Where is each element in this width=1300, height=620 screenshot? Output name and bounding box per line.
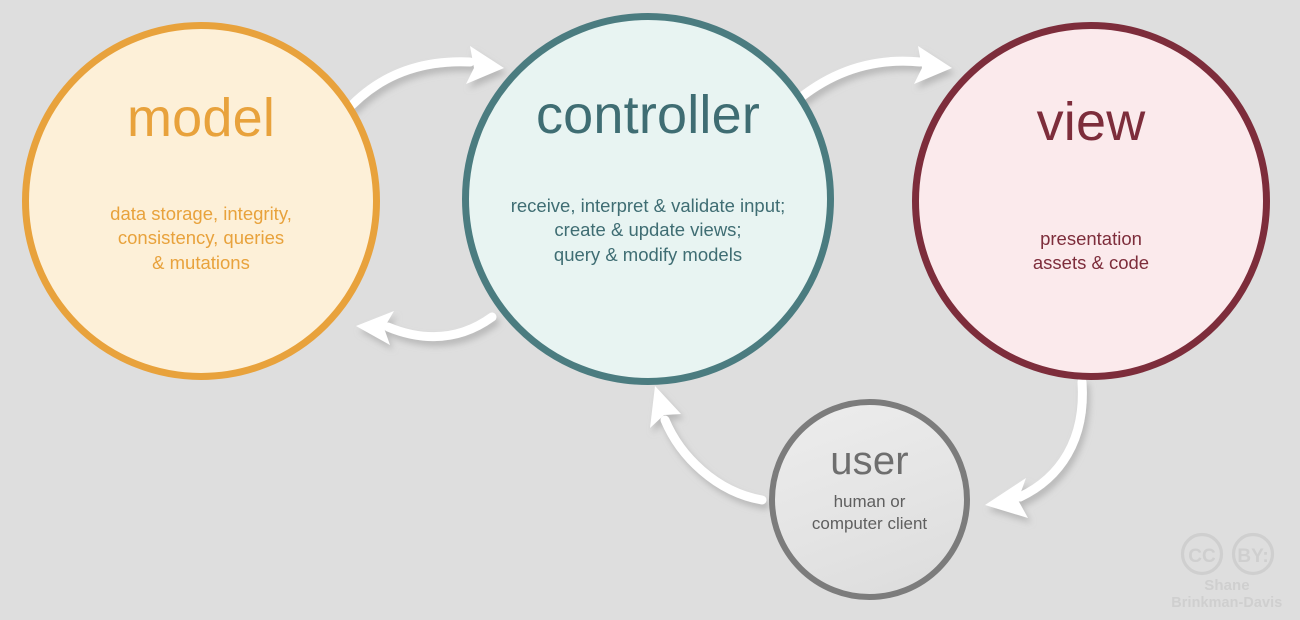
node-controller[interactable]: controller receive, interpret & validate… (462, 13, 834, 385)
arrow-user-to-controller (650, 386, 767, 505)
license-badge[interactable]: CC BY: Shane Brinkman-Davis (1160, 532, 1294, 612)
creative-commons-label: CC (1188, 546, 1216, 567)
node-controller-description: receive, interpret & validate input; cre… (510, 195, 786, 265)
node-user-description: human or computer client (811, 492, 928, 534)
creative-commons-icon: CC (1180, 533, 1223, 576)
license-attribution: Shane Brinkman-Davis (1169, 578, 1285, 612)
node-model-description: data storage, integrity, consistency, qu… (110, 203, 292, 273)
node-model[interactable]: model data storage, integrity, consisten… (22, 22, 380, 380)
arrow-controller-to-model (356, 311, 497, 345)
node-view[interactable]: view presentation assets & code (912, 22, 1270, 380)
author-line-1: Shane (1204, 577, 1250, 595)
node-user-title: user (830, 439, 909, 483)
node-user[interactable]: user human or computer client (769, 399, 970, 600)
arrow-view-to-user (985, 377, 1087, 518)
node-model-title: model (126, 88, 276, 148)
cc-by-icon: BY: (1231, 533, 1274, 576)
author-line-2: Brinkman-Davis (1171, 594, 1283, 612)
arrow-controller-to-view (795, 46, 952, 103)
node-controller-title: controller (535, 85, 761, 145)
arrow-model-to-controller (347, 46, 504, 110)
node-view-description: presentation assets & code (1032, 228, 1150, 274)
cc-by-label: BY: (1237, 546, 1268, 567)
node-view-title: view (1036, 92, 1146, 152)
license-badge-icons: CC BY: (1180, 532, 1275, 576)
